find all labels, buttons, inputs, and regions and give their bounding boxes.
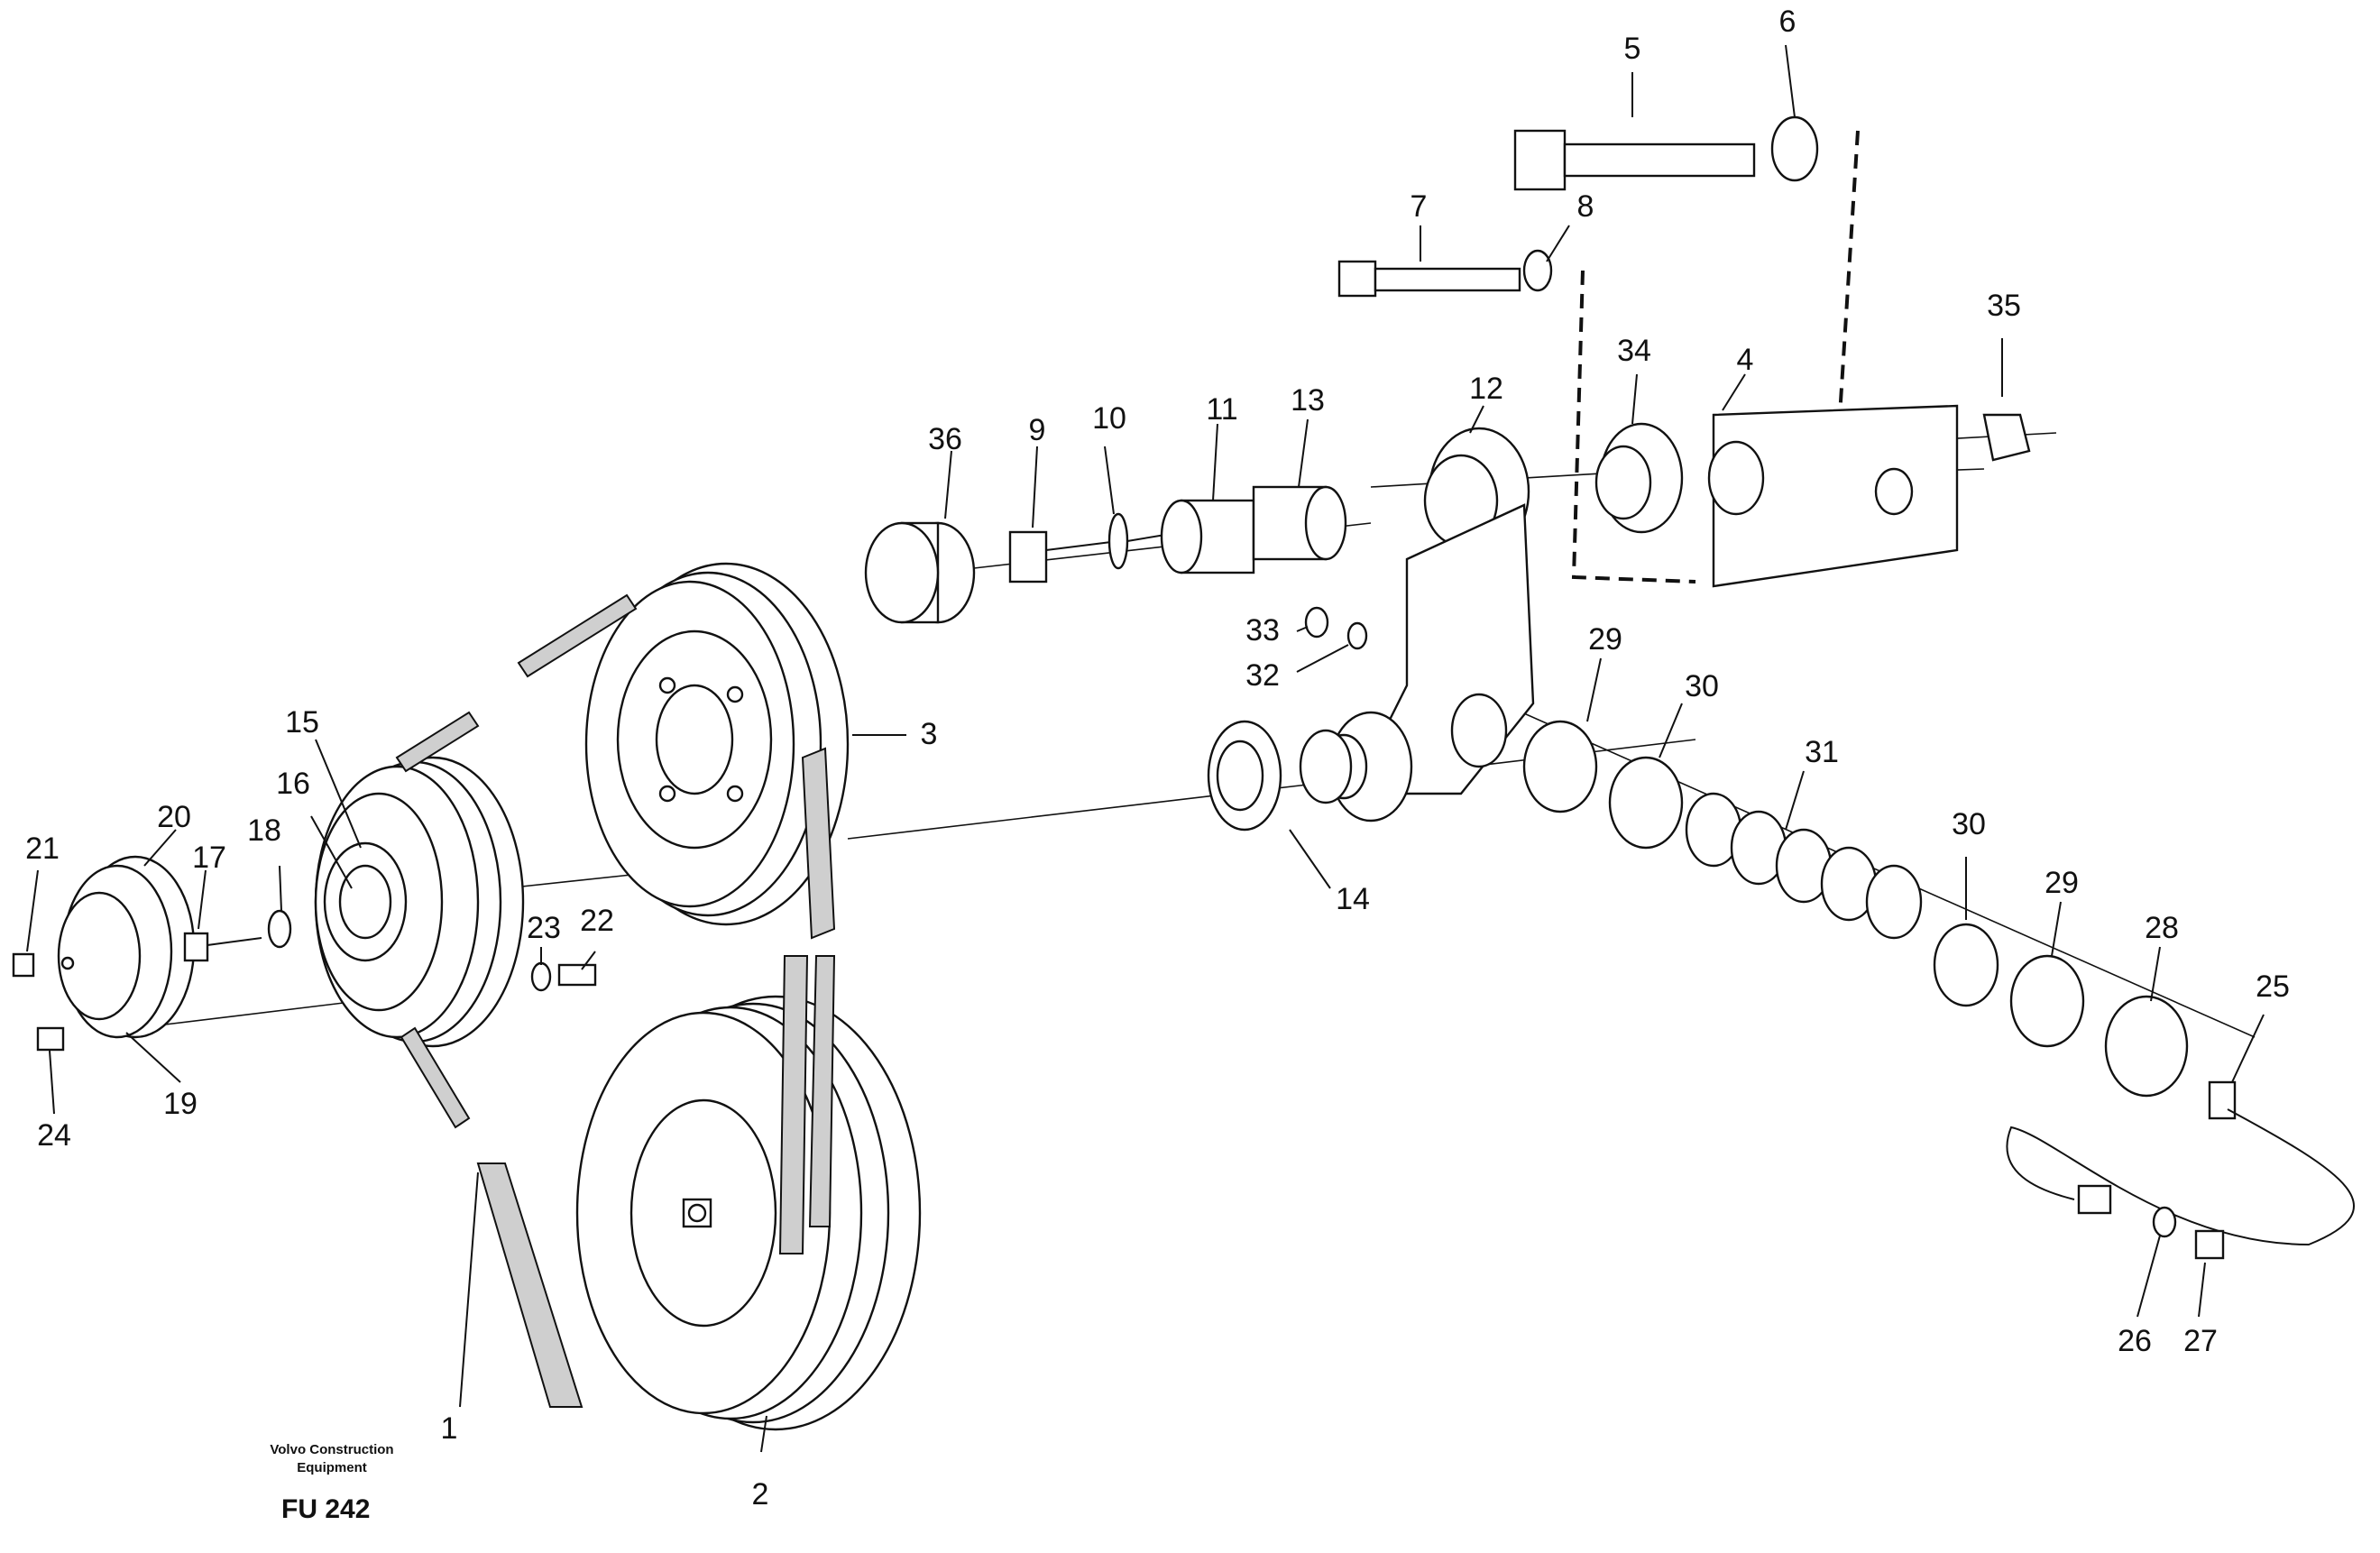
callout-25: 25	[2256, 969, 2290, 1004]
callout-33: 33	[1245, 613, 1280, 648]
callout-9: 9	[1029, 413, 1046, 447]
callout-14: 14	[1336, 882, 1370, 916]
callout-2: 2	[752, 1477, 769, 1512]
callout-22: 22	[580, 904, 614, 938]
callout-7: 7	[1411, 189, 1428, 224]
callout-21: 21	[25, 832, 60, 866]
callout-24: 24	[37, 1118, 71, 1153]
callout-3: 3	[921, 717, 938, 751]
dashed-link-7-to-12	[1571, 270, 1696, 584]
callout-26: 26	[2118, 1324, 2152, 1358]
spring-assembly	[1207, 606, 2189, 1098]
figure-code: FU 242	[281, 1494, 370, 1524]
brand-line-2: Equipment	[297, 1460, 367, 1475]
sensor-cable	[2006, 1080, 2355, 1260]
callout-30-lower: 30	[1952, 807, 1986, 841]
callout-31: 31	[1805, 735, 1839, 769]
callout-17: 17	[192, 841, 226, 875]
callout-labels: 1 2 3 4 5 6 7 8 9 10 11 12 13 14 15 16 1…	[25, 5, 2290, 1512]
brand-line-1: Volvo Construction	[270, 1442, 393, 1457]
callout-8: 8	[1577, 189, 1594, 224]
callout-18: 18	[247, 813, 281, 848]
callout-11: 11	[1206, 392, 1237, 427]
callout-16: 16	[276, 767, 310, 801]
pulley-small	[314, 711, 525, 1129]
callout-19: 19	[163, 1087, 198, 1121]
callout-36: 36	[928, 422, 962, 456]
callout-20: 20	[157, 800, 191, 834]
tensioner-arm	[1319, 427, 1535, 822]
callout-28: 28	[2145, 911, 2179, 945]
callout-29-lower: 29	[2045, 866, 2079, 900]
callout-30-upper: 30	[1685, 669, 1719, 703]
small-hardware-left	[12, 909, 597, 1052]
callout-5: 5	[1624, 32, 1641, 66]
callout-13: 13	[1291, 383, 1325, 418]
tensioner-shaft-parts	[864, 485, 1347, 624]
callout-6: 6	[1779, 5, 1796, 39]
callout-34: 34	[1617, 334, 1651, 368]
bolts-and-bracket	[1337, 115, 2031, 588]
callout-23: 23	[527, 911, 561, 945]
callout-15: 15	[285, 705, 319, 740]
callout-29-upper: 29	[1588, 622, 1622, 657]
callout-12: 12	[1469, 372, 1503, 406]
callout-1: 1	[441, 1411, 458, 1446]
callout-10: 10	[1092, 401, 1126, 436]
v-belt-1	[476, 955, 836, 1408]
callout-32: 32	[1245, 658, 1280, 693]
caption-block: Volvo Construction Equipment FU 242	[270, 1442, 393, 1524]
callout-35: 35	[1987, 289, 2021, 323]
pulley-drive	[517, 562, 850, 940]
leader-lines	[26, 44, 2265, 1453]
callout-27: 27	[2183, 1324, 2218, 1358]
pulley-large	[575, 995, 922, 1431]
hub-cap	[57, 855, 196, 1039]
callout-4: 4	[1737, 343, 1754, 377]
